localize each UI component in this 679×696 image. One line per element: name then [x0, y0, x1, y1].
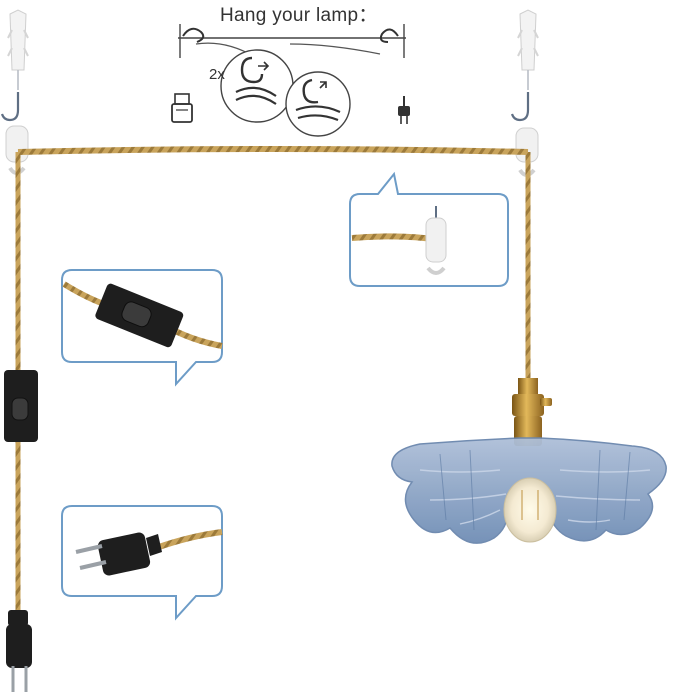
hook-detail-circle-2: [285, 71, 351, 137]
instruction-title: Hang your lamp：: [220, 5, 378, 26]
callout-switch-detail: [61, 269, 223, 387]
callout-hook-detail: [349, 171, 509, 287]
ceiling-hook-icon: [510, 92, 539, 177]
lamp-socket-icon: [512, 378, 552, 446]
wall-anchor-icon: [517, 9, 539, 90]
lamp-socket-icon: [171, 93, 193, 123]
plug-icon: [6, 610, 32, 692]
hook-detail-circle-1: [220, 49, 294, 123]
twisted-cord: [15, 146, 531, 612]
repeat-label: 2x: [209, 66, 225, 83]
hanging-instruction-diagram: [171, 24, 410, 137]
ceiling-hook-icon: [0, 92, 29, 175]
wall-anchor-icon: [7, 9, 29, 90]
inline-switch-icon: [4, 370, 38, 442]
light-bulb-icon: [503, 477, 557, 543]
callout-plug-detail: [61, 505, 223, 621]
plug-icon: [398, 96, 410, 124]
